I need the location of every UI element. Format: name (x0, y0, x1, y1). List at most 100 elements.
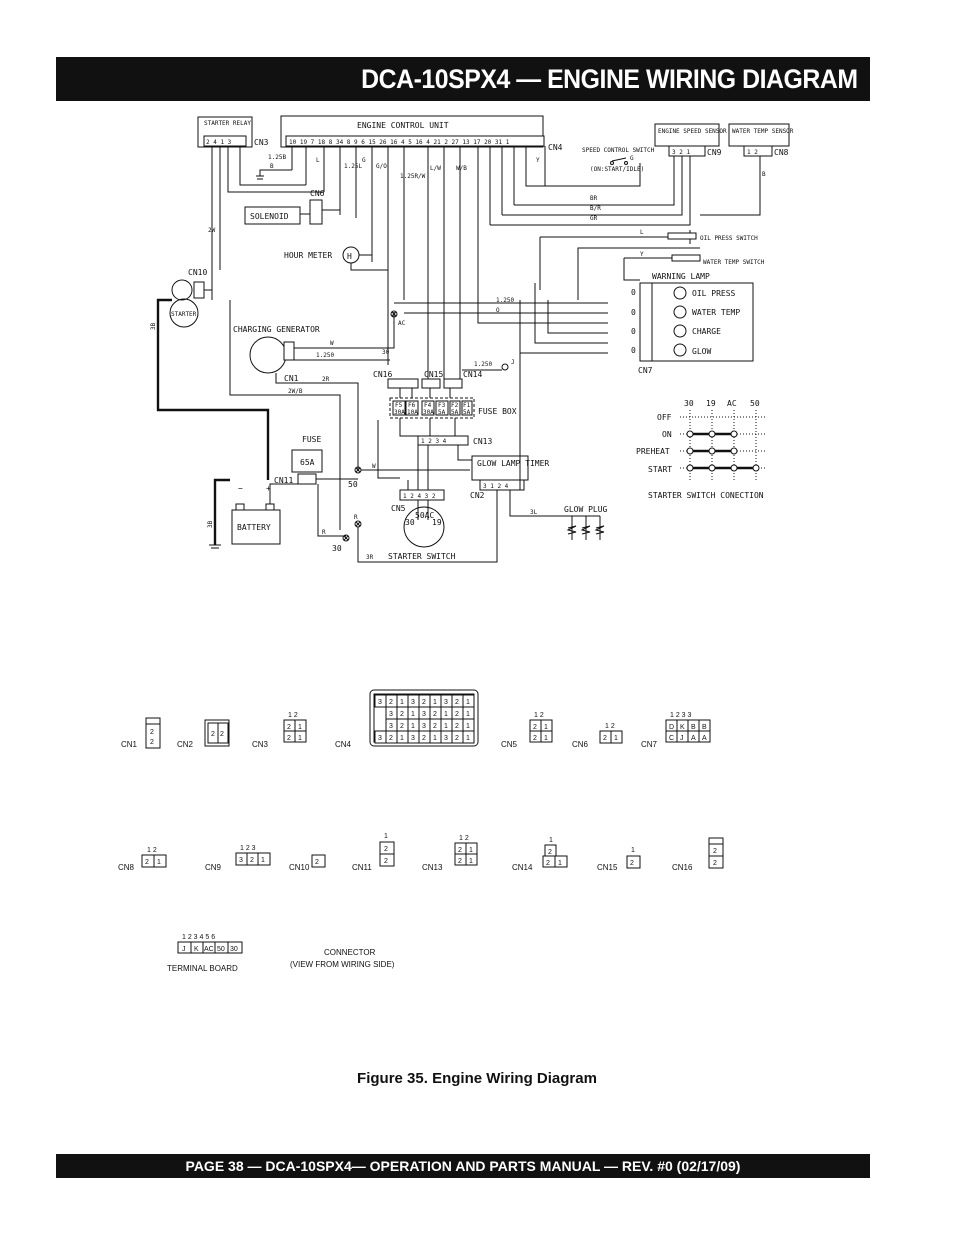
svg-text:1 2 3: 1 2 3 (240, 845, 256, 852)
svg-text:J: J (511, 359, 515, 366)
svg-text:1: 1 (631, 847, 635, 854)
svg-text:2: 2 (630, 860, 634, 867)
warning-lamp-wires: 1.250 O AC 30 L OIL PRESS SWITCH Y WATER… (382, 229, 765, 365)
svg-text:CN4: CN4 (335, 740, 352, 749)
relay-pins: 2 4 1 3 (206, 139, 232, 146)
connector-note-line2: (VIEW FROM WIRING SIDE) (290, 960, 395, 969)
svg-text:CN11: CN11 (352, 863, 372, 872)
svg-text:1 2 4 3 2: 1 2 4 3 2 (403, 493, 436, 500)
svg-text:50: 50 (217, 946, 225, 953)
svg-text:10A: 10A (407, 409, 418, 416)
cn4-pin: 3 (422, 711, 426, 718)
figure-caption: Figure 35. Engine Wiring Diagram (357, 1070, 597, 1087)
cn16-label: CN16 (373, 370, 392, 379)
solenoid-label: SOLENOID (250, 212, 289, 221)
svg-text:30A: 30A (423, 409, 434, 416)
starter-relay-label: STARTER RELAY (204, 120, 251, 127)
cn7-pin: B (691, 724, 696, 731)
svg-text:R: R (322, 529, 326, 536)
svg-text:19: 19 (432, 518, 442, 527)
svg-text:3 2 1: 3 2 1 (672, 149, 690, 156)
svg-text:2: 2 (384, 858, 388, 865)
cn4-pin: 3 (389, 723, 393, 730)
svg-text:Y: Y (536, 157, 540, 164)
cn4-pin: 2 (455, 699, 459, 706)
svg-text:1 2: 1 2 (288, 712, 298, 719)
connector-cn16: 22 CN16 (672, 837, 724, 872)
terminal-board-label: TERMINAL BOARD (167, 964, 238, 973)
svg-text:5A: 5A (463, 409, 471, 416)
svg-text:2: 2 (713, 860, 717, 867)
cn4-pin: 2 (400, 711, 404, 718)
svg-text:B/R: B/R (590, 205, 601, 212)
cn4-pin: 3 (411, 699, 415, 706)
cn7-label: CN7 (638, 366, 653, 375)
svg-text:1: 1 (298, 735, 302, 742)
starter-relay: STARTER RELAY 2 4 1 3 CN3 (197, 116, 269, 148)
cn4-pin: 3 (378, 699, 382, 706)
oil-press-switch-label: OIL PRESS SWITCH (700, 235, 758, 242)
svg-text:J: J (182, 946, 186, 953)
warning-lamp-label: WARNING LAMP (652, 272, 710, 281)
svg-text:30: 30 (382, 349, 390, 356)
svg-text:50: 50 (348, 480, 358, 489)
svg-text:R: R (354, 514, 358, 521)
svg-text:F4: F4 (424, 402, 432, 409)
page-title: DCA-10SPX4 — ENGINE WIRING DIAGRAM (361, 63, 859, 94)
svg-text:2: 2 (150, 739, 154, 746)
svg-text:1 2: 1 2 (459, 835, 469, 842)
cn5-label: CN5 (391, 504, 406, 513)
cn4-pin: 2 (433, 711, 437, 718)
cn4-pin: 2 (422, 735, 426, 742)
cn4-pin: 3 (411, 735, 415, 742)
svg-text:CN5: CN5 (501, 740, 518, 749)
cn4-pin: 1 (466, 735, 470, 742)
svg-text:GR: GR (590, 215, 598, 222)
svg-text:5A: 5A (438, 409, 446, 416)
cn4-pin: 3 (444, 735, 448, 742)
svg-text:0: 0 (631, 346, 636, 355)
svg-text:2: 2 (287, 735, 291, 742)
connector-note-line1: CONNECTOR (324, 948, 376, 957)
svg-text:2: 2 (548, 849, 552, 856)
cn1-label: CN1 (284, 374, 299, 383)
cn4-pin: 1 (466, 711, 470, 718)
cn7-pin: D (669, 724, 674, 731)
cn4-pin: 1 (466, 723, 470, 730)
glow-plug-label: GLOW PLUG (564, 505, 608, 514)
cn7-pin: B (702, 724, 707, 731)
svg-text:3: 3 (239, 857, 243, 864)
glow-plug: GLOW PLUG (564, 505, 608, 540)
water-temp-switch-label: WATER TEMP SWITCH (703, 259, 765, 266)
svg-text:CN13: CN13 (422, 863, 443, 872)
svg-text:CN8: CN8 (118, 863, 135, 872)
lamp-water-temp: WATER TEMP (692, 308, 740, 317)
svg-text:CN3: CN3 (252, 740, 269, 749)
fuse-rating: 65A (300, 458, 315, 467)
svg-text:L/W: L/W (430, 165, 441, 172)
svg-text:2: 2 (315, 859, 319, 866)
svg-text:3B: 3B (150, 322, 157, 330)
lamp-glow: GLOW (692, 347, 711, 356)
svg-text:2: 2 (533, 724, 537, 731)
svg-text:G/O: G/O (376, 163, 387, 170)
cn4-pin: 1 (400, 699, 404, 706)
svg-text:1: 1 (298, 724, 302, 731)
svg-text:B: B (762, 171, 766, 178)
hour-meter: HOUR METER H (284, 246, 388, 271)
pos-preheat: PREHEAT (636, 447, 670, 456)
glow-lamp-timer: GLOW LAMP TIMER 3 1 2 4 CN2 3L (470, 353, 570, 517)
svg-text:2: 2 (287, 724, 291, 731)
svg-text:0: 0 (631, 308, 636, 317)
cn4-pin: 1 (400, 735, 404, 742)
svg-text:30: 30 (332, 544, 342, 553)
svg-text:H: H (347, 252, 352, 261)
switch-connection-table: 30 19 AC 50 OFF ON PREHEAT START STARTER… (636, 399, 766, 500)
svg-text:CN2: CN2 (177, 740, 194, 749)
battery: − + BATTERY (231, 483, 298, 545)
